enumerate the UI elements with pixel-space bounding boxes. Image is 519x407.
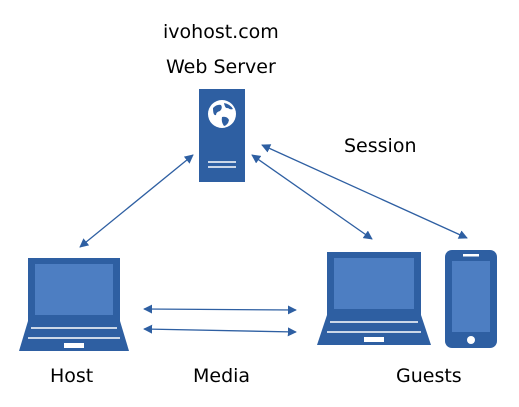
session-arrow-guest-phone bbox=[261, 144, 468, 239]
guest-smartphone-icon bbox=[445, 250, 497, 348]
guests-label: Guests bbox=[396, 365, 462, 387]
server-title-label: Web Server bbox=[166, 56, 276, 78]
host-laptop-icon bbox=[19, 258, 129, 351]
globe-icon bbox=[208, 100, 236, 128]
media-arrow-top bbox=[143, 304, 297, 315]
session-arrow-host bbox=[79, 154, 194, 248]
session-label: Session bbox=[344, 135, 417, 157]
server-tower-icon bbox=[199, 89, 245, 182]
guest-laptop-icon bbox=[317, 252, 431, 345]
server-domain-label: ivohost.com bbox=[163, 21, 279, 43]
media-label: Media bbox=[193, 365, 251, 387]
host-label: Host bbox=[50, 365, 94, 387]
media-arrow-bottom bbox=[143, 324, 297, 337]
